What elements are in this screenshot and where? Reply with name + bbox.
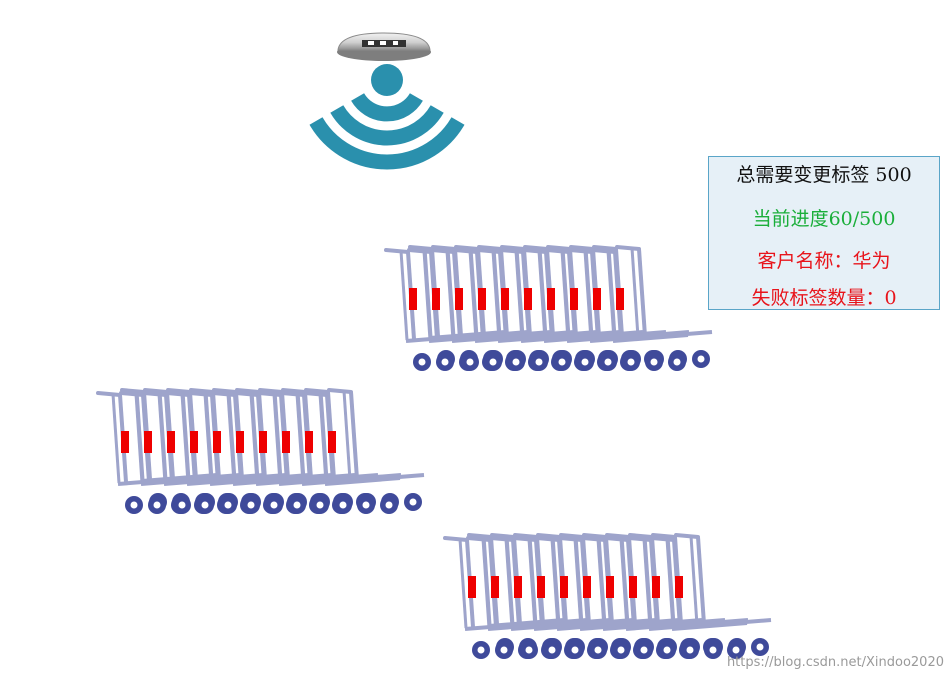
rfid-tag-icon <box>652 576 660 598</box>
rfid-tag-icon <box>491 576 499 598</box>
shopping-cart-icon <box>327 388 425 511</box>
rfid-tag-icon <box>570 288 578 310</box>
shopping-cart-icon <box>384 248 482 371</box>
failed-tags-text: 失败标签数量：0 <box>751 287 897 309</box>
progress-text: 当前进度60/500 <box>752 208 896 230</box>
signal-arc-2 <box>330 105 444 146</box>
rfid-tag-icon <box>629 576 637 598</box>
signal-arc-1 <box>351 92 423 122</box>
rfid-tag-icon <box>537 576 545 598</box>
rfid-tag-icon <box>501 288 509 310</box>
cart-group-bottom-right <box>443 533 772 659</box>
rfid-tag-icon <box>606 576 614 598</box>
rfid-tag-icon <box>236 431 244 453</box>
rfid-tag-icon <box>593 288 601 310</box>
cart-group-middle-left <box>96 388 425 514</box>
rfid-tag-icon <box>144 431 152 453</box>
info-panel: 总需要变更标签 500 当前进度60/500 客户名称：华为 失败标签数量：0 <box>708 156 940 310</box>
rfid-tag-icon <box>121 431 129 453</box>
shopping-cart-icon <box>96 391 194 514</box>
rfid-tag-icon <box>468 576 476 598</box>
cart-group-top-right <box>384 245 713 371</box>
shopping-cart-icon <box>615 245 713 368</box>
cart-groups <box>96 245 772 659</box>
rfid-tag-icon <box>524 288 532 310</box>
wireless-signal-icon <box>309 64 465 170</box>
total-tags-line: 总需要变更标签 500 <box>709 163 939 187</box>
total-tags-value: 500 <box>875 164 912 186</box>
rfid-tag-icon <box>328 431 336 453</box>
rfid-tag-icon <box>305 431 313 453</box>
rfid-reader-icon <box>337 32 431 61</box>
rfid-tag-icon <box>190 431 198 453</box>
rfid-tag-icon <box>616 288 624 310</box>
rfid-tag-icon <box>560 576 568 598</box>
rfid-tag-icon <box>455 288 463 310</box>
rfid-tag-icon <box>282 431 290 453</box>
signal-dot <box>371 64 403 96</box>
rfid-tag-icon <box>213 431 221 453</box>
shopping-cart-icon <box>443 536 541 659</box>
rfid-tag-icon <box>514 576 522 598</box>
signal-arc-3 <box>309 117 465 170</box>
rfid-tag-icon <box>259 431 267 453</box>
watermark-text: https://blog.csdn.net/Xindoo2020 <box>726 655 944 670</box>
rfid-tag-icon <box>675 576 683 598</box>
customer-name-text: 客户名称：华为 <box>757 250 891 272</box>
rfid-tag-icon <box>547 288 555 310</box>
rfid-tag-icon <box>167 431 175 453</box>
rfid-tag-icon <box>478 288 486 310</box>
rfid-tag-icon <box>583 576 591 598</box>
rfid-tag-icon <box>409 288 417 310</box>
total-tags-label: 总需要变更标签 <box>736 164 870 186</box>
shopping-cart-icon <box>674 533 772 656</box>
rfid-tag-icon <box>432 288 440 310</box>
